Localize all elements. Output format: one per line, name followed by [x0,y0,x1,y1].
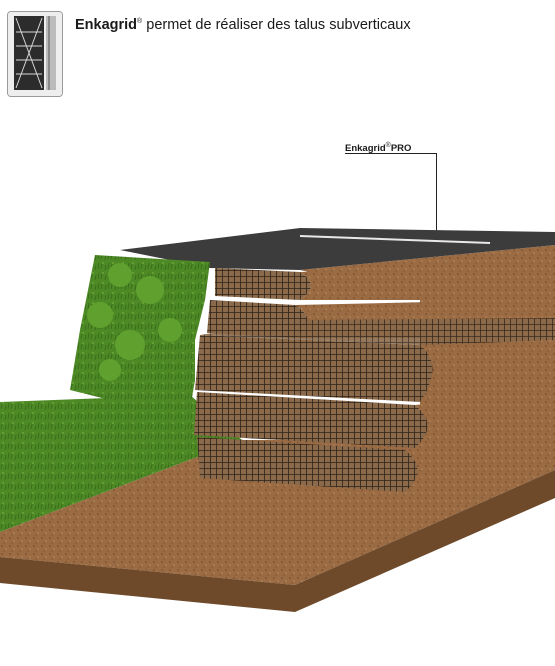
headline-brand: Enkagrid [75,17,138,33]
grass-ground [0,395,242,532]
headline: Enkagrid® permet de réaliser des talus s… [75,17,411,33]
product-thumbnail [7,11,63,97]
geogrid-sheet-exposed [200,318,555,345]
vegetated-facing [70,255,210,410]
plant-clumps [87,263,182,381]
callout-leader-horizontal [345,153,437,154]
callout-brand: Enkagrid [345,143,386,155]
product-thumbnail-icon [8,12,62,96]
road-marking [299,235,491,244]
callout-product: PRO [390,143,412,155]
product-callout-label: Enkagrid®PRO [345,142,411,154]
headline-tagline: permet de réaliser des talus subverticau… [146,17,411,33]
asphalt-road [120,228,555,270]
soil-foreground-front [0,470,555,612]
headline-registered-mark: ® [137,18,143,26]
callout-registered-mark: ® [385,142,391,149]
geogrid-wrapped-layers [194,268,555,492]
